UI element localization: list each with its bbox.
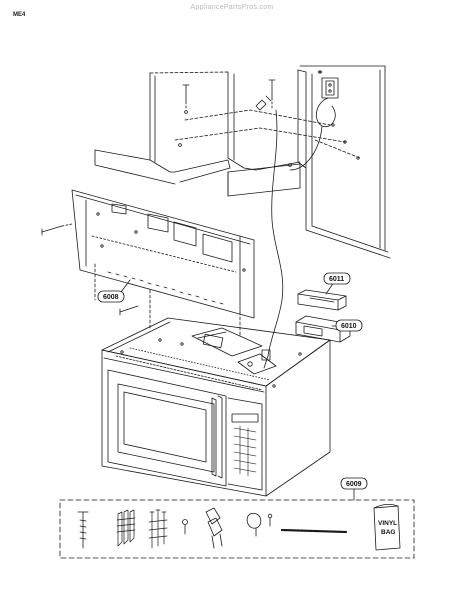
callout-6009-label: 6009 (346, 481, 362, 488)
callout-6011-label: 6011 (329, 276, 344, 283)
part-6011 (297, 289, 347, 311)
callout-6011: 6011 (323, 272, 351, 295)
callout-6008-label: 6008 (103, 294, 119, 301)
watermark-text: AppliancePartsPros.com (190, 4, 274, 11)
microwave-oven (101, 317, 331, 497)
callout-6010: 6010 (331, 319, 363, 332)
hardware-kit-box (59, 487, 415, 559)
vinyl-bag-line1: VINYL (378, 520, 397, 527)
page-code: ME4 (13, 12, 26, 18)
power-outlet (289, 70, 339, 171)
upper-cabinet (94, 65, 391, 259)
top-mounting-screws (182, 79, 276, 111)
hardware-kit-items: VINYL BAG (77, 504, 401, 551)
vinyl-bag-line2: BAG (381, 529, 395, 536)
mounting-plate-6008 (41, 189, 255, 337)
callout-6008: 6008 (97, 279, 131, 303)
callout-6009: 6009 (340, 477, 368, 490)
power-cord (261, 109, 284, 369)
callout-6010-label: 6010 (341, 323, 357, 330)
